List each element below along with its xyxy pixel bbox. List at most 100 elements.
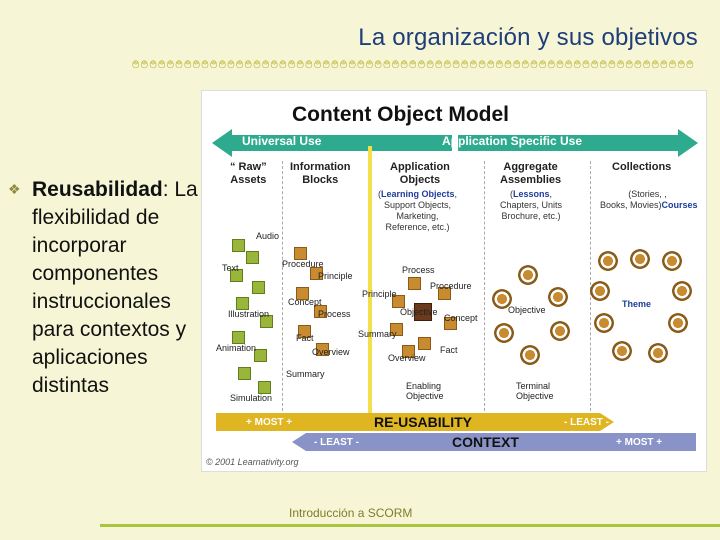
collection-cluster — [598, 251, 618, 271]
info-cube — [314, 305, 327, 318]
collection-cluster — [668, 313, 688, 333]
reusability-right-label: - LEAST - — [564, 417, 609, 428]
collection-cluster — [594, 313, 614, 333]
info-label: Process — [318, 309, 351, 319]
reusability-left-label: + MOST + — [246, 417, 293, 428]
app-label: Concept — [444, 313, 478, 323]
assembly-cluster — [492, 289, 512, 309]
app-label: Principle — [362, 289, 397, 299]
arrow-left-label: Universal Use — [242, 134, 322, 148]
asset-label: Simulation — [230, 393, 273, 403]
content-object-model-figure: Content Object Model Universal Use Appli… — [201, 90, 707, 472]
aggregate-objective-label: Objective — [508, 305, 546, 315]
column-sub-collections: (Stories, , Books, Movies)Courses — [600, 189, 698, 211]
column-head-aggregate: Aggregate Assemblies — [500, 161, 562, 186]
context-left-label: - LEAST - — [314, 437, 359, 448]
enabling-label: Enabling Objective — [406, 381, 444, 401]
asset-cube — [238, 367, 251, 380]
sub-text: Support Objects, Marketing, Reference, e… — [384, 200, 452, 232]
column-sub-aggregate: (Lessons,Chapters, Units Brochure, etc.) — [500, 189, 563, 221]
info-cube — [316, 343, 329, 356]
app-cube — [444, 317, 457, 330]
reusability-label: RE-USABILITY — [374, 414, 472, 430]
column-head-raw: “ Raw” Assets — [230, 161, 267, 186]
terminal-label: Terminal Objective — [516, 381, 554, 401]
assembly-cluster — [548, 287, 568, 307]
figure-copyright: © 2001 Learnativity.org — [206, 457, 299, 467]
asset-cube — [252, 281, 265, 294]
assembly-cluster — [494, 323, 514, 343]
asset-cube — [232, 239, 245, 252]
app-label: Procedure — [430, 281, 472, 291]
column-divider — [282, 161, 283, 411]
reusability-band — [216, 413, 614, 431]
divider-line — [368, 146, 372, 426]
slide-title: La organización y sus objetivos — [358, 24, 698, 51]
info-label: Fact — [296, 333, 314, 343]
app-label: Fact — [440, 345, 458, 355]
info-cube — [310, 267, 323, 280]
app-cube — [408, 277, 421, 290]
asset-cube — [254, 349, 267, 362]
collection-cluster — [648, 343, 668, 363]
info-cube — [296, 287, 309, 300]
collection-cluster — [612, 341, 632, 361]
sub-text: (Stories, , Books, Movies) — [600, 189, 667, 210]
column-head-collections: Collections — [612, 161, 672, 173]
column-head-app: Application Objects — [390, 161, 450, 186]
info-label: Principle — [318, 271, 353, 281]
collection-cluster — [662, 251, 682, 271]
assembly-cluster — [520, 345, 540, 365]
theme-label: Theme — [622, 299, 652, 309]
arrow-left-shape — [212, 129, 452, 157]
sub-highlight: Learning Objects — [381, 189, 455, 199]
column-divider — [484, 161, 485, 411]
sub-text: Chapters, Units Brochure, etc.) — [500, 200, 563, 221]
asset-label: Illustration — [228, 309, 270, 319]
app-cube — [392, 295, 405, 308]
info-label: Overview — [312, 347, 350, 357]
assembly-cluster — [550, 321, 570, 341]
app-label: Overview — [388, 353, 426, 363]
app-cube — [418, 337, 431, 350]
objective-cube — [414, 303, 432, 321]
asset-cube — [236, 297, 249, 310]
context-right-label: + MOST + — [616, 437, 663, 448]
decorative-border: ࿉࿉࿉࿉࿉࿉࿉࿉࿉࿉࿉࿉࿉࿉࿉࿉࿉࿉࿉࿉࿉࿉࿉࿉࿉࿉࿉࿉࿉࿉࿉࿉࿉࿉࿉࿉࿉࿉࿉࿉… — [132, 58, 695, 71]
asset-cube — [230, 269, 243, 282]
info-label: Procedure — [282, 259, 324, 269]
asset-label: Text — [222, 263, 239, 273]
column-sub-app: (Learning Objects,Support Objects, Marke… — [378, 189, 458, 232]
asset-cube — [258, 381, 271, 394]
context-band — [292, 433, 696, 451]
info-label: Summary — [286, 369, 325, 379]
context-label: CONTEXT — [452, 434, 519, 450]
bullet-body: : La flexibilidad de incorporar componen… — [32, 178, 198, 397]
info-cube — [294, 247, 307, 260]
app-cube — [438, 287, 451, 300]
asset-cube — [232, 331, 245, 344]
bullet-icon: ❖ — [8, 181, 21, 197]
app-cube — [390, 323, 403, 336]
app-label: Objective — [400, 307, 438, 317]
app-label: Process — [402, 265, 435, 275]
collection-cluster — [590, 281, 610, 301]
collection-cluster — [630, 249, 650, 269]
bullet-paragraph: Reusabilidad: La flexibilidad de incorpo… — [32, 176, 204, 400]
footer-line — [100, 524, 720, 527]
info-label: Concept — [288, 297, 322, 307]
app-cube — [402, 345, 415, 358]
arrow-right-shape — [458, 129, 698, 157]
usage-arrow — [212, 129, 698, 157]
assembly-cluster — [518, 265, 538, 285]
app-label: Summary — [358, 329, 397, 339]
arrow-right-label: Application Specific Use — [442, 134, 583, 148]
collection-cluster — [672, 281, 692, 301]
sub-highlight: Lessons — [513, 189, 550, 199]
asset-cube — [260, 315, 273, 328]
asset-label: Animation — [216, 343, 257, 353]
figure-title: Content Object Model — [292, 103, 509, 126]
asset-label: Audio — [256, 231, 280, 241]
bullet-term: Reusabilidad — [32, 178, 163, 201]
info-cube — [298, 325, 311, 338]
